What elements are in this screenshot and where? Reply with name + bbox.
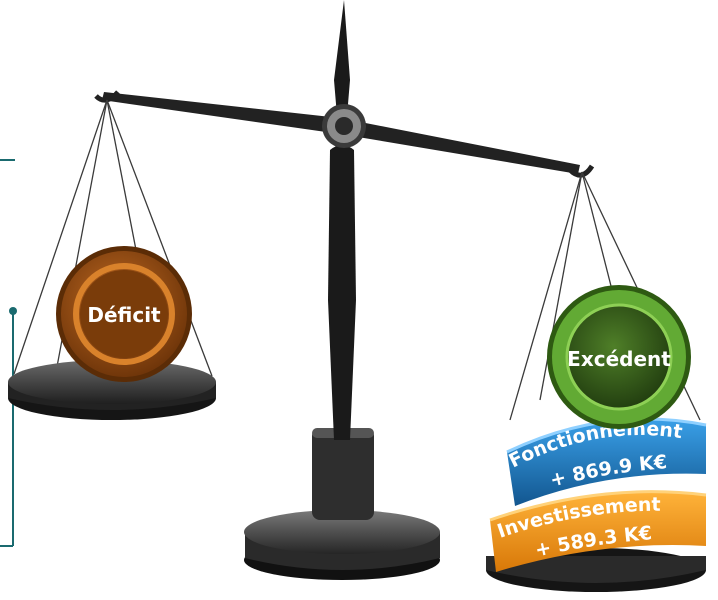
deficit-badge: Déficit [56,246,192,382]
scale-base [244,428,440,580]
excedent-badge: Excédent [547,285,691,429]
pivot-icon [322,104,366,148]
excedent-label: Excédent [567,347,671,371]
left-bracket-decoration [0,159,17,547]
scale-pillar [328,0,356,440]
right-pan [486,548,706,592]
deficit-label: Déficit [87,303,161,327]
left-pan [8,360,216,420]
